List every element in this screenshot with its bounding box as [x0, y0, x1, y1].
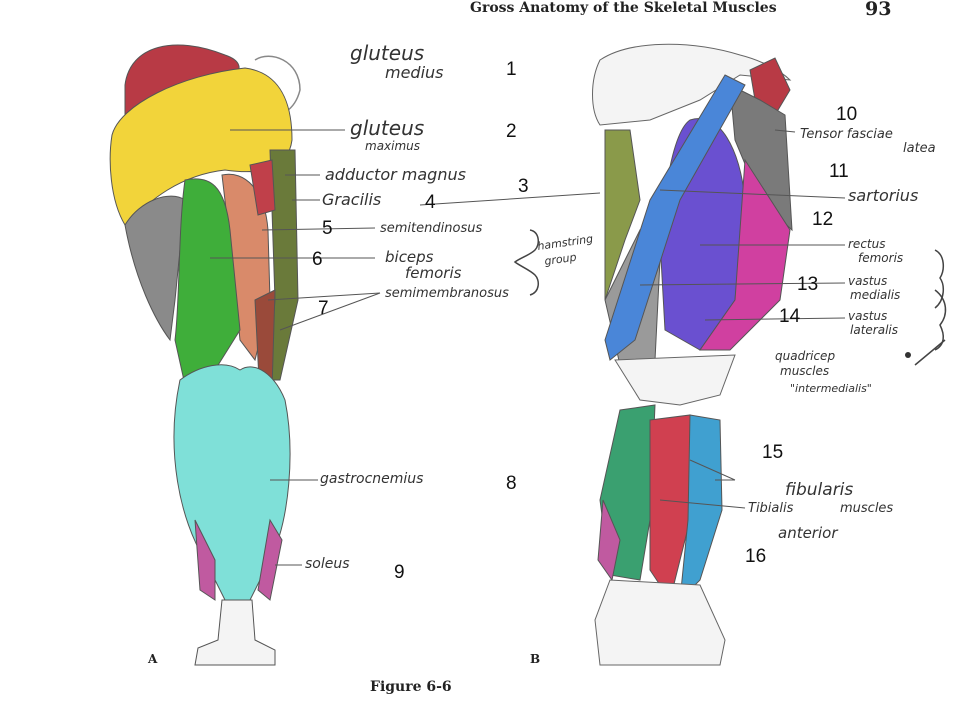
quadricep-brace-2: [934, 289, 947, 351]
label-rectus-femoris-2: femoris: [858, 251, 903, 265]
label-tensor-fasciae-1: Tensor fasciae: [800, 127, 893, 142]
label-fibularis-1: fibularis: [785, 480, 853, 500]
fibularis-shape: [649, 414, 691, 602]
label-vastus-lateralis-2: lateralis: [850, 323, 898, 337]
label-rectus-femoris-1: rectus: [848, 237, 885, 251]
label-sartorius: sartorius: [848, 186, 918, 205]
number-label: 15: [762, 442, 784, 463]
label-gluteus-medius-2: medius: [385, 63, 444, 82]
label-soleus: soleus: [305, 556, 350, 572]
label-tibialis-1: Tibialis: [748, 501, 794, 516]
foot-posterior-shape: [194, 599, 276, 666]
iliotibial-shape: [124, 195, 186, 342]
anterior-handwritten-labels: Tensor fasciae latea sartorius rectus fe…: [748, 127, 936, 542]
adductor-magnus-shape: [249, 159, 276, 216]
label-gracilis: Gracilis: [322, 190, 381, 209]
posterior-handwritten-labels: gluteus medius gluteus maximus adductor …: [305, 41, 594, 572]
quadricep-brace-1: [934, 249, 945, 309]
label-fibularis-2: muscles: [840, 501, 893, 516]
label-gastrocnemius: gastrocnemius: [320, 471, 423, 487]
soleus-left-shape: [194, 519, 216, 601]
label-adductor-magnus: adductor magnus: [325, 165, 466, 184]
number-label: 11: [829, 161, 849, 182]
tensor-fasciae-shape: [729, 84, 793, 232]
label-gluteus-maximus-1: gluteus: [350, 116, 424, 140]
number-label: 5: [322, 218, 333, 239]
label-hamstring-2: group: [544, 251, 578, 268]
number-label: 7: [318, 298, 329, 319]
number-label: 2: [506, 121, 517, 142]
label-tensor-fasciae-2: latea: [903, 141, 936, 156]
panel-label-a: A: [148, 652, 158, 666]
biceps-femoris-shape: [174, 178, 241, 386]
adductor-anterior-shape: [604, 129, 641, 301]
number-label: 6: [312, 249, 323, 270]
quadricep-arrow: [914, 339, 946, 366]
number-label: 8: [506, 473, 517, 494]
number-label: 10: [836, 104, 858, 125]
sartorius-shape: [604, 74, 746, 361]
label-semitendinosus: semitendinosus: [380, 221, 482, 236]
label-quadricep-3: "intermedialis": [790, 382, 872, 395]
anterior-view: Tensor fasciae latea sartorius rectus fe…: [419, 43, 947, 666]
number-label: 14: [779, 306, 801, 327]
page-number: 93: [865, 0, 892, 20]
label-hamstring-1: hamstring: [537, 232, 594, 253]
soleus-right-shape: [257, 518, 283, 601]
figure-caption: Figure 6-6: [370, 679, 452, 695]
label-biceps-femoris-1: biceps: [385, 248, 434, 266]
label-vastus-lateralis-1: vastus: [848, 309, 887, 323]
number-label: 12: [812, 209, 834, 230]
page-header-title: Gross Anatomy of the Skeletal Muscles: [470, 0, 777, 16]
quadricep-dot: [905, 352, 911, 358]
label-gluteus-maximus-2: maximus: [365, 139, 420, 153]
number-label: 13: [797, 274, 819, 295]
anterior-leader-lines: [419, 129, 846, 509]
vastus-lateralis-shape: [699, 158, 791, 351]
hamstring-brace: [513, 229, 540, 296]
label-vastus-medialis-2: medialis: [850, 288, 900, 302]
label-quadricep-1: quadricep: [775, 349, 835, 363]
label-tibialis-2: anterior: [778, 524, 838, 542]
number-label: 3: [518, 176, 529, 197]
label-gluteus-medius-1: gluteus: [350, 41, 424, 65]
knee-shape: [614, 354, 736, 406]
label-quadricep-2: muscles: [780, 364, 829, 378]
posterior-leader-lines: [210, 129, 381, 566]
number-label: 9: [394, 562, 405, 583]
panel-label-b: B: [530, 652, 541, 666]
label-biceps-femoris-2: femoris: [405, 264, 462, 282]
label-semimembranosus: semimembranosus: [385, 286, 509, 301]
foot-anterior-shape: [594, 579, 726, 666]
number-label: 16: [745, 546, 767, 567]
number-label: 1: [506, 59, 517, 80]
label-vastus-medialis-1: vastus: [848, 274, 887, 288]
posterior-view: gluteus medius gluteus maximus adductor …: [109, 41, 594, 666]
number-label: 4: [425, 192, 436, 213]
tibialis-anterior-shape: [679, 414, 723, 602]
